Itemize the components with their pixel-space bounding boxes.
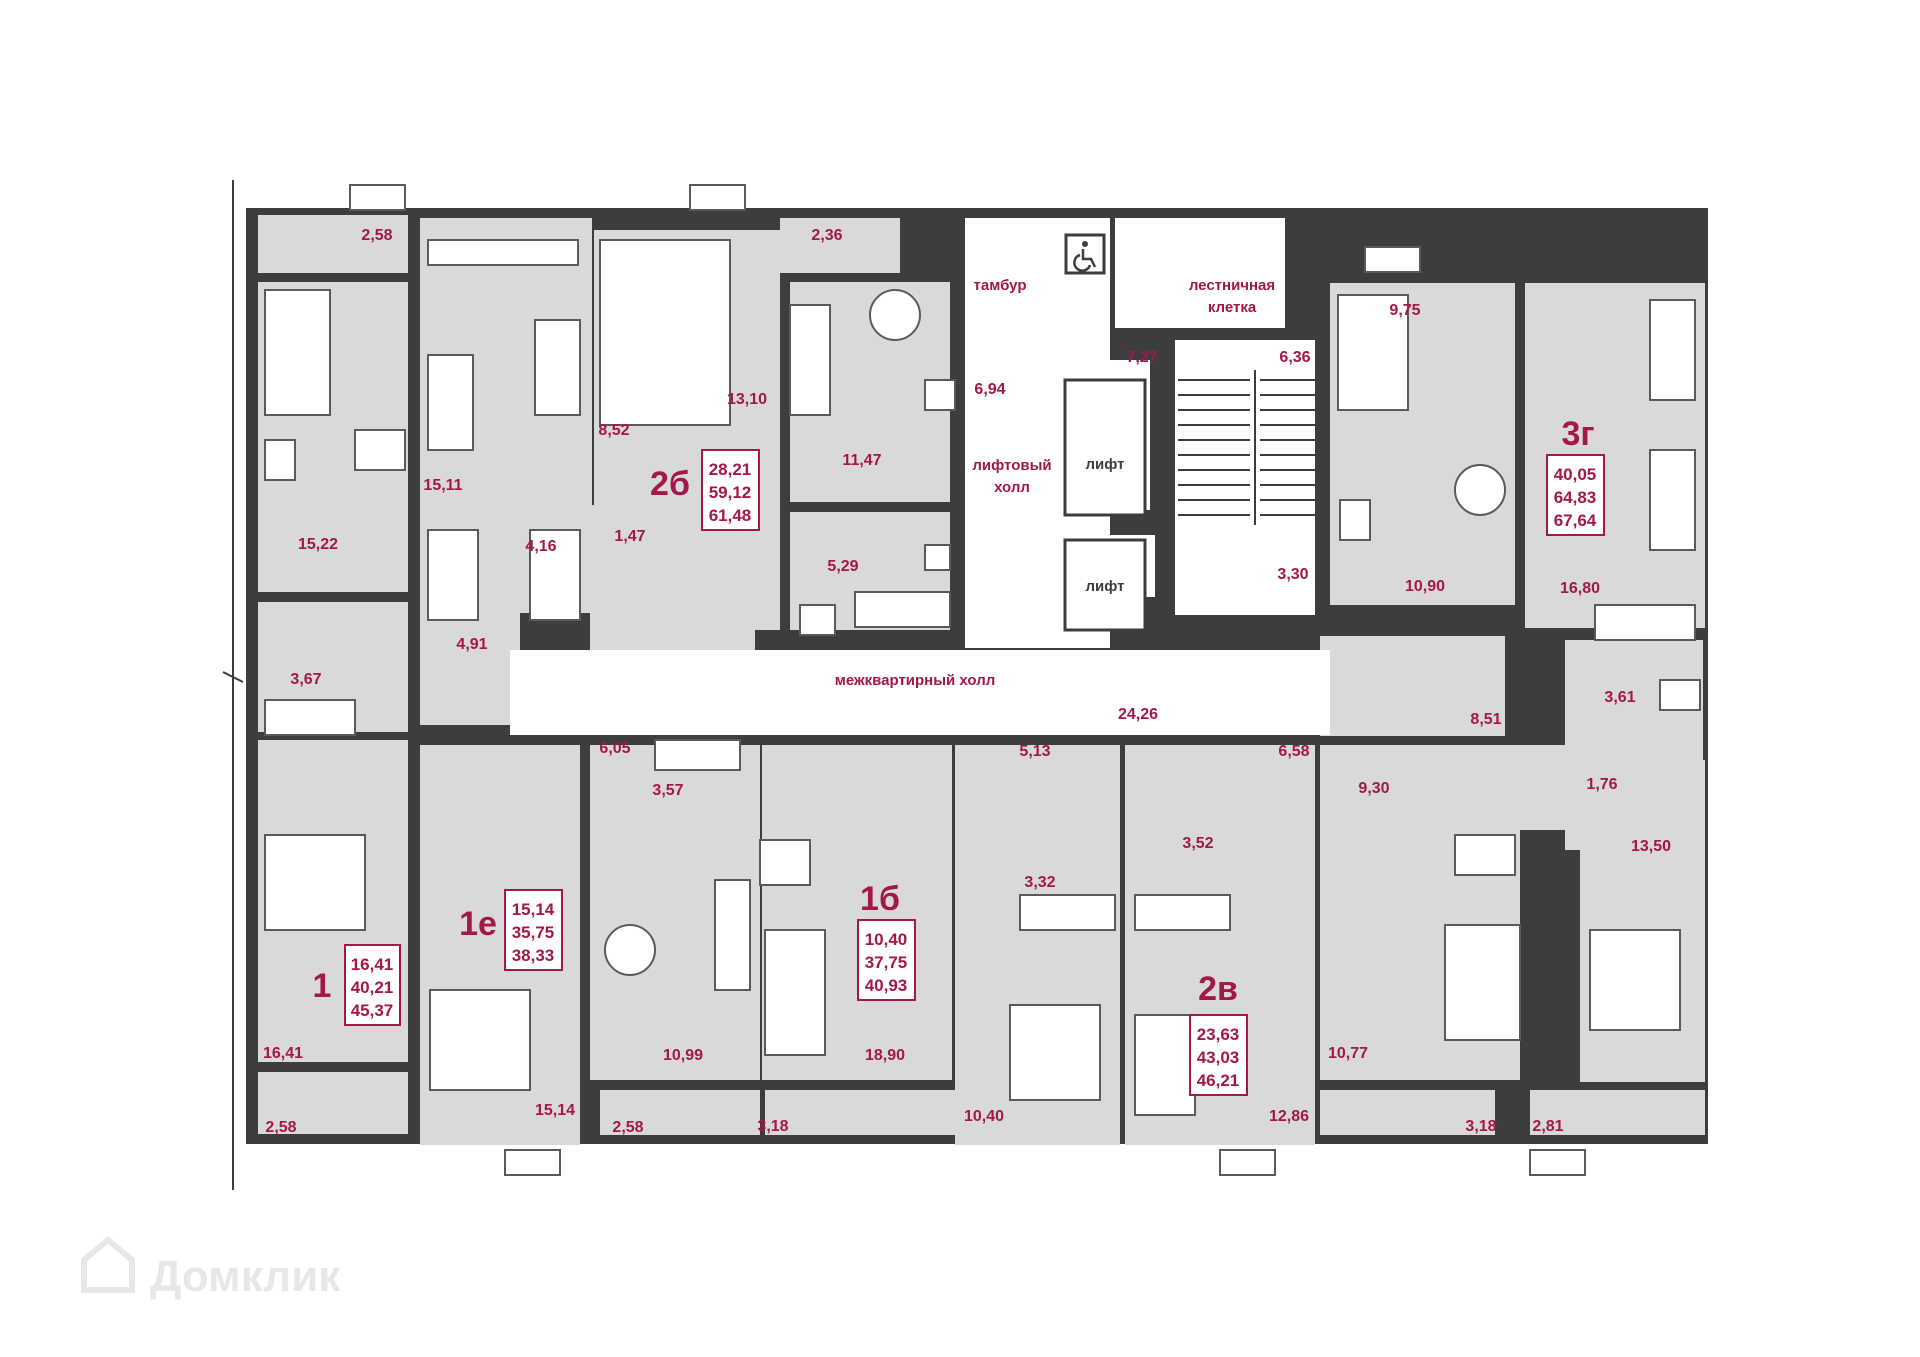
room-area: 2,58 bbox=[265, 1119, 296, 1136]
room-area: 6,36 bbox=[1279, 349, 1310, 366]
apt-1-group[interactable]: 1 16,41 40,21 45,37 bbox=[313, 944, 401, 1026]
lift-hall-label-line2: холл bbox=[994, 479, 1030, 496]
room-area: 8,52 bbox=[598, 422, 629, 439]
windows bbox=[349, 184, 1586, 1176]
apt-2b-area-living: 28,21 bbox=[709, 460, 752, 479]
apt-2b-area-box bbox=[701, 449, 760, 531]
room-area: 2,58 bbox=[612, 1119, 643, 1136]
apt-1-label: 1 bbox=[313, 967, 332, 1005]
room-area: 18,90 bbox=[865, 1047, 905, 1064]
lift-1-shaft bbox=[1063, 378, 1147, 517]
apt-1b-group[interactable]: 1б 10,40 37,75 40,93 bbox=[857, 880, 916, 1001]
room-area: 4,16 bbox=[525, 538, 556, 555]
room-area: 12,86 bbox=[1269, 1108, 1309, 1125]
room-area: 15,11 bbox=[423, 477, 462, 494]
room-area: 2,58 bbox=[361, 227, 392, 244]
apt-3g-area-living: 40,05 bbox=[1554, 465, 1597, 484]
room-area: 3,30 bbox=[1277, 566, 1308, 583]
room-area: 15,14 bbox=[535, 1102, 575, 1119]
room-area: 13,50 bbox=[1631, 838, 1671, 855]
room-area: 7,27 bbox=[1126, 349, 1157, 366]
watermark: Домклик bbox=[81, 1236, 341, 1301]
apt-1b-area-full: 40,93 bbox=[865, 976, 908, 995]
apt-1-area-living: 16,41 bbox=[351, 955, 394, 974]
room-area: 13,10 bbox=[727, 391, 767, 408]
furniture bbox=[264, 239, 1701, 1116]
apt-3g-area-box bbox=[1546, 454, 1605, 536]
apt-2v-area-full: 46,21 bbox=[1197, 1071, 1240, 1090]
apt-2v-area-total: 43,03 bbox=[1197, 1048, 1240, 1067]
room-area: 9,75 bbox=[1389, 302, 1420, 319]
apt-2b-label: 2б bbox=[650, 465, 690, 503]
apt-3g-area-total: 64,83 bbox=[1554, 488, 1597, 507]
room-area: 16,80 bbox=[1560, 580, 1600, 597]
room-area: 11,47 bbox=[842, 452, 881, 469]
apt-2v-area-living: 23,63 bbox=[1197, 1025, 1240, 1044]
room-area: 9,30 bbox=[1358, 780, 1389, 797]
apt-3g-group[interactable]: 3г 40,05 64,83 67,64 bbox=[1546, 415, 1605, 536]
apt-2v-label: 2в bbox=[1198, 970, 1238, 1008]
room-area: 3,52 bbox=[1182, 835, 1213, 852]
apt-3g-area-full: 67,64 bbox=[1554, 511, 1597, 530]
room-area: 8,51 bbox=[1470, 711, 1501, 728]
apt-3g-label: 3г bbox=[1561, 415, 1594, 453]
room-area: 1,47 bbox=[614, 528, 645, 545]
apt-2b-group[interactable]: 2б 28,21 59,12 61,48 bbox=[650, 449, 760, 531]
room-area: 3,61 bbox=[1604, 689, 1635, 706]
room-area: 10,40 bbox=[964, 1108, 1004, 1125]
apt-1b-area-box bbox=[857, 919, 916, 1001]
room-area: 5,13 bbox=[1019, 743, 1050, 760]
room-area: 3,18 bbox=[1465, 1118, 1496, 1135]
apt-1e-area-total: 35,75 bbox=[512, 923, 555, 942]
apt-2b-area-total: 59,12 bbox=[709, 483, 752, 502]
room-area: 3,32 bbox=[1024, 874, 1055, 891]
lift-1-label: лифт bbox=[1085, 456, 1124, 473]
room-area: 10,77 bbox=[1328, 1045, 1368, 1062]
apt-1e-area-living: 15,14 bbox=[512, 900, 555, 919]
room-area: 6,94 bbox=[974, 381, 1005, 398]
apt-1b-label: 1б bbox=[860, 880, 900, 918]
room-area: 24,26 bbox=[1118, 706, 1158, 723]
wheelchair-icon bbox=[1064, 233, 1106, 275]
room-area: 10,99 bbox=[663, 1047, 703, 1064]
watermark-text: Домклик bbox=[150, 1252, 341, 1301]
apt-1b-area-total: 37,75 bbox=[865, 953, 908, 972]
room-area: 3,67 bbox=[290, 671, 321, 688]
room-area: 2,36 bbox=[811, 227, 842, 244]
tambur-label: тамбур bbox=[974, 277, 1027, 294]
lift-2-label: лифт bbox=[1085, 578, 1124, 595]
dimension-tick bbox=[222, 671, 244, 683]
stair-label-line2: клетка bbox=[1208, 299, 1257, 316]
stair-label-line1: лестничная bbox=[1189, 277, 1275, 294]
room-area: 6,05 bbox=[599, 740, 630, 757]
apt-2v-area-box bbox=[1189, 1014, 1248, 1096]
apt-1-area-total: 40,21 bbox=[351, 978, 394, 997]
apt-1-area-full: 45,37 bbox=[351, 1001, 394, 1020]
room-area: 4,91 bbox=[456, 636, 487, 653]
room-area: 2,81 bbox=[1532, 1118, 1563, 1135]
room-area: 1,76 bbox=[1586, 776, 1617, 793]
room-area: 5,29 bbox=[827, 558, 858, 575]
apt-1-area-box bbox=[344, 944, 401, 1026]
apt-2b-area-full: 61,48 bbox=[709, 506, 752, 525]
lift-hall-label-line1: лифтовый bbox=[972, 457, 1051, 474]
apt-1e-area-full: 38,33 bbox=[512, 946, 555, 965]
apt-1e-label: 1е bbox=[459, 905, 497, 943]
corridor-label: межквартирный холл bbox=[835, 672, 996, 689]
apt-2v-group[interactable]: 2в 23,63 43,03 46,21 bbox=[1189, 970, 1248, 1096]
room-area-labels: 2,58 2,36 13,10 8,52 11,47 15,11 4,16 1,… bbox=[263, 227, 1671, 1136]
apt-1e-group[interactable]: 1е 15,14 35,75 38,33 bbox=[459, 889, 563, 971]
room-area: 16,41 bbox=[263, 1045, 303, 1062]
apt-1e-area-box bbox=[504, 889, 563, 971]
room-area: 3,18 bbox=[757, 1118, 788, 1135]
room-area: 15,22 bbox=[298, 536, 338, 553]
apt-1b-area-living: 10,40 bbox=[865, 930, 908, 949]
room-area: 3,57 bbox=[652, 782, 683, 799]
room-area: 6,58 bbox=[1278, 743, 1309, 760]
stair-treads bbox=[1178, 370, 1315, 525]
lift-2-shaft bbox=[1063, 538, 1147, 632]
room-area: 10,90 bbox=[1405, 578, 1445, 595]
